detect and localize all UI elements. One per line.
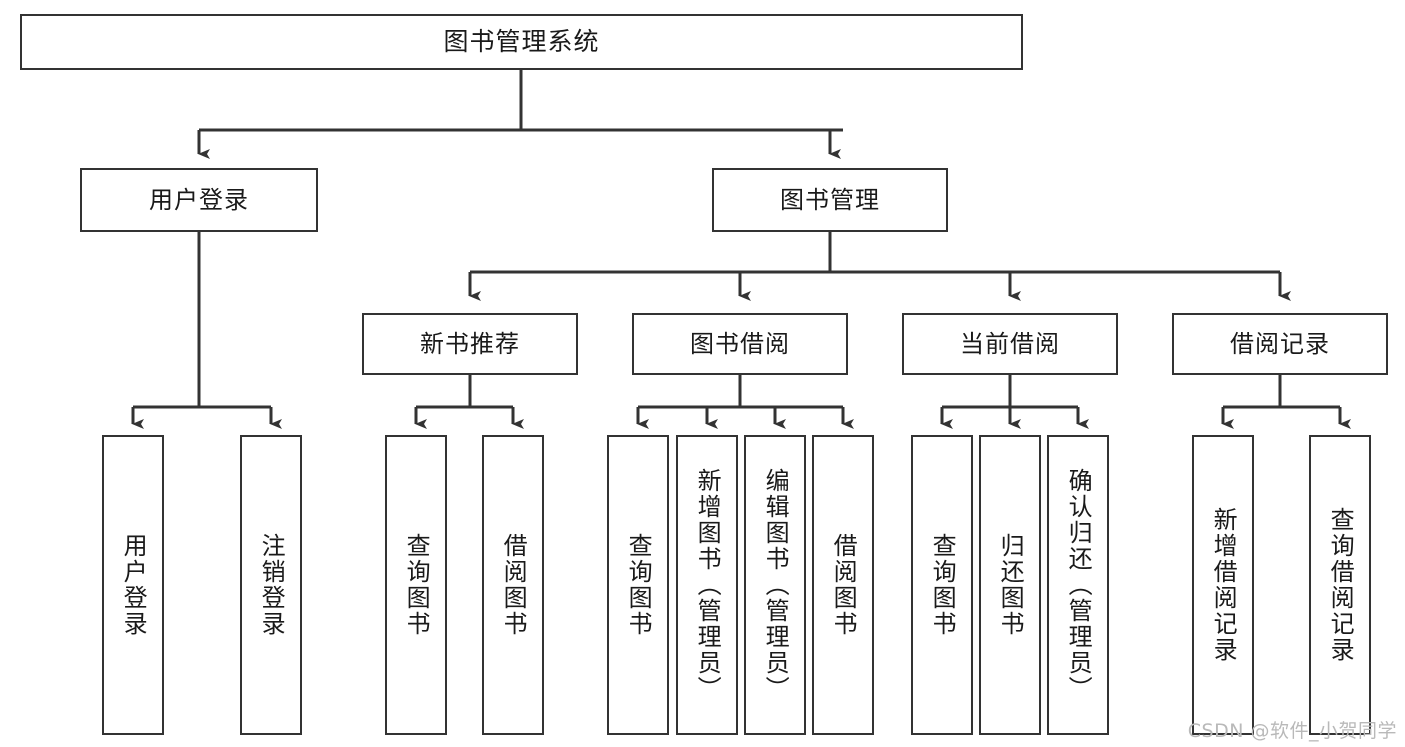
leaf-edit-book-label: 编辑图书（管理员） [761,468,790,702]
node-book-management-label: 图书管理 [780,185,880,214]
leaf-query-record[interactable]: 查询借阅记录 [1309,435,1371,735]
leaf-add-book[interactable]: 新增图书（管理员） [676,435,738,735]
leaf-user-login-label: 用户登录 [119,533,148,637]
leaf-borrow-book-2-label: 借阅图书 [829,533,858,637]
leaf-user-login[interactable]: 用户登录 [102,435,164,735]
leaf-query-book-3[interactable]: 查询图书 [911,435,973,735]
leaf-query-book-1-label: 查询图书 [402,533,431,637]
leaf-borrow-book-2[interactable]: 借阅图书 [812,435,874,735]
node-user-login[interactable]: 用户登录 [80,168,318,232]
leaf-query-book-2[interactable]: 查询图书 [607,435,669,735]
node-root-label: 图书管理系统 [443,27,600,57]
node-root[interactable]: 图书管理系统 [20,14,1023,70]
node-borrow-record-label: 借阅记录 [1230,329,1330,358]
leaf-add-record[interactable]: 新增借阅记录 [1192,435,1254,735]
leaf-add-record-label: 新增借阅记录 [1209,507,1238,663]
node-user-login-label: 用户登录 [149,185,249,214]
node-book-borrow-label: 图书借阅 [690,329,790,358]
leaf-query-book-3-label: 查询图书 [928,533,957,637]
leaf-borrow-book-1-label: 借阅图书 [499,533,528,637]
node-borrow-record[interactable]: 借阅记录 [1172,313,1388,375]
leaf-query-book-1[interactable]: 查询图书 [385,435,447,735]
node-new-book-recommend-label: 新书推荐 [420,329,520,358]
leaf-return-book[interactable]: 归还图书 [979,435,1041,735]
node-current-borrow[interactable]: 当前借阅 [902,313,1118,375]
leaf-confirm-return-label: 确认归还（管理员） [1064,468,1093,702]
leaf-query-record-label: 查询借阅记录 [1326,507,1355,663]
leaf-confirm-return[interactable]: 确认归还（管理员） [1047,435,1109,735]
leaf-query-book-2-label: 查询图书 [624,533,653,637]
node-current-borrow-label: 当前借阅 [960,329,1060,358]
node-book-borrow[interactable]: 图书借阅 [632,313,848,375]
leaf-borrow-book-1[interactable]: 借阅图书 [482,435,544,735]
leaf-logout-login[interactable]: 注销登录 [240,435,302,735]
node-new-book-recommend[interactable]: 新书推荐 [362,313,578,375]
watermark: CSDN @软件_小贺同学 [1187,720,1397,742]
leaf-return-book-label: 归还图书 [996,533,1025,637]
leaf-add-book-label: 新增图书（管理员） [693,468,722,702]
leaf-edit-book[interactable]: 编辑图书（管理员） [744,435,806,735]
leaf-logout-login-label: 注销登录 [257,533,286,637]
node-book-management[interactable]: 图书管理 [712,168,948,232]
